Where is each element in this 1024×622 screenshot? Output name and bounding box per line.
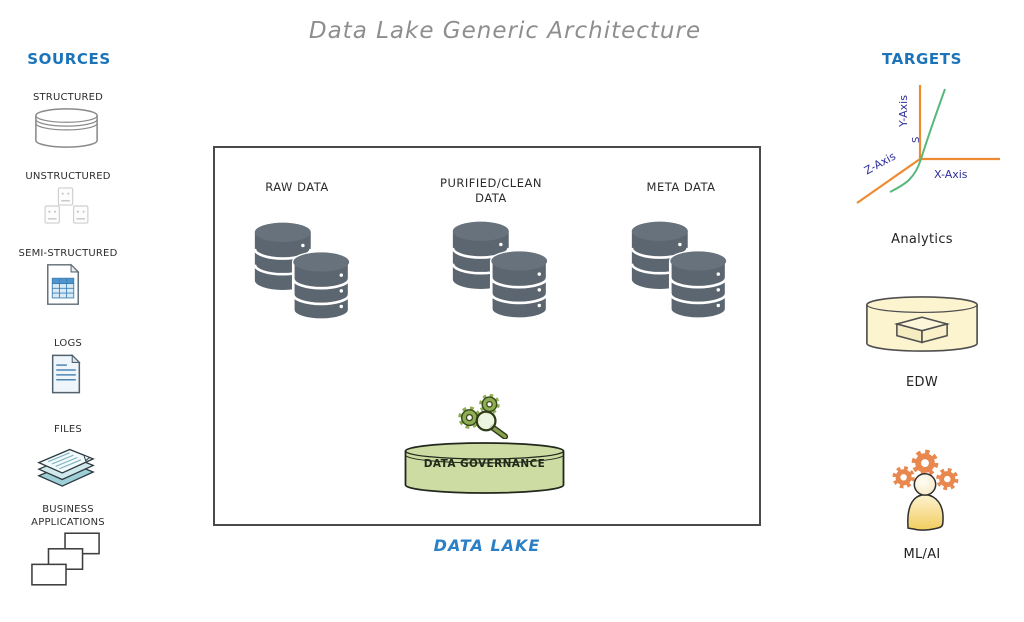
target-label-edw: EDW (906, 375, 938, 390)
warehouse-cylinder-icon (866, 296, 978, 352)
page-title: Data Lake Generic Architecture (308, 18, 702, 44)
data-lake-label: DATA LAKE (433, 536, 541, 555)
data-governance-label: DATA GOVERNANCE (423, 458, 546, 470)
store-label-meta-data: META DATA (646, 180, 716, 194)
source-label-files: FILES (54, 424, 82, 435)
store-label-raw-data: RAW DATA (265, 180, 329, 194)
database-stack-icon (451, 221, 549, 320)
3d-axis-chart-icon: Y-Axis S Z-Axis X-Axis (848, 80, 1006, 210)
database-stack-icon (630, 221, 728, 320)
sources-heading: SOURCES (27, 50, 111, 68)
person-gears-icon (892, 449, 959, 531)
y-axis-label: Y-Axis (897, 95, 910, 127)
source-label-semi-structured: SEMI-STRUCTURED (18, 248, 118, 259)
documents-cluster-icon (44, 187, 89, 224)
s-axis-label: S (911, 136, 922, 143)
store-label-purified-clean-data: PURIFIED/CLEAN DATA (440, 176, 542, 205)
database-stack-icon (253, 222, 351, 321)
source-label-unstructured: UNSTRUCTURED (25, 171, 111, 182)
axis-chart-lines (856, 85, 1000, 204)
target-label-mlai: ML/AI (903, 547, 941, 562)
gear-icon (911, 449, 939, 477)
stacked-papers-icon (37, 448, 95, 487)
source-label-logs: LOGS (54, 338, 82, 349)
x-axis-label: X-Axis (934, 168, 968, 181)
source-label-business-applications: BUSINESS APPLICATIONS (31, 504, 105, 528)
gear-icon (892, 466, 915, 489)
database-cylinder-icon (35, 108, 98, 148)
gear-icon (936, 467, 959, 491)
gears-magnifier-icon (458, 394, 509, 439)
source-label-structured: STRUCTURED (32, 92, 104, 103)
target-label-analytics: Analytics (891, 232, 953, 247)
targets-heading: TARGETS (881, 50, 963, 68)
overlapping-windows-icon (31, 532, 100, 586)
log-document-icon (51, 354, 81, 394)
person-body (907, 493, 944, 531)
data-governance-cylinder-icon (404, 442, 565, 494)
spreadsheet-document-icon (47, 263, 80, 305)
person-head (913, 472, 937, 496)
